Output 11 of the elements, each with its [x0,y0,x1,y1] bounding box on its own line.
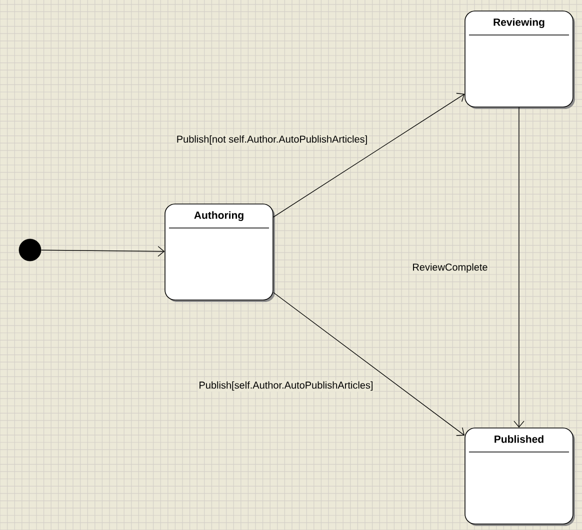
arrow [273,92,465,218]
arrow [514,107,524,428]
state-box: Published [464,428,575,526]
initial-state-dot [18,238,42,262]
edge-label: Publish[not self.Author.AutoPublishArticles] [175,134,369,146]
arrow [273,292,465,436]
arrow [40,246,165,257]
state-box: Reviewing [464,10,575,109]
edge-label: Publish[self.Author.AutoPublishArticles] [198,380,374,392]
state-box: Authoring [164,204,275,302]
edge-label: ReviewComplete [411,262,489,274]
